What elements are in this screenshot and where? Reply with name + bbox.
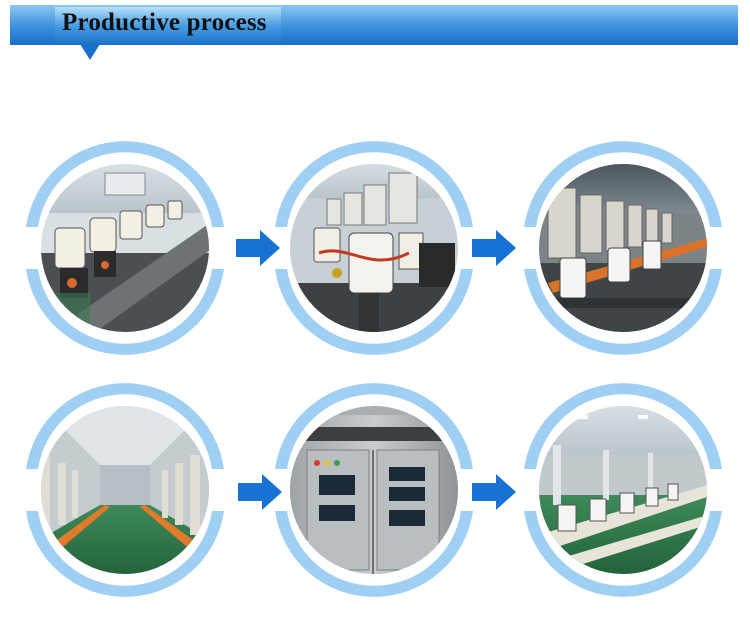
page-title: Productive process (62, 9, 267, 36)
process-step-6 (508, 375, 738, 605)
process-step-4 (10, 375, 240, 605)
process-step-5 (259, 375, 489, 605)
wiring-and-testing-station-photo (290, 164, 458, 332)
process-step-2 (259, 133, 489, 363)
arrow-right-icon (238, 474, 282, 510)
title-box (55, 7, 281, 43)
arrow-right-icon (472, 474, 516, 510)
control-cabinet-panel-photo (290, 406, 458, 574)
dehumidifier-conveyor-line-photo (539, 164, 707, 332)
arrow-right-icon (472, 230, 516, 266)
process-step-1 (10, 133, 240, 363)
title-pointer (80, 44, 100, 60)
arrow-right-icon (236, 230, 280, 266)
process-step-3 (508, 133, 738, 363)
